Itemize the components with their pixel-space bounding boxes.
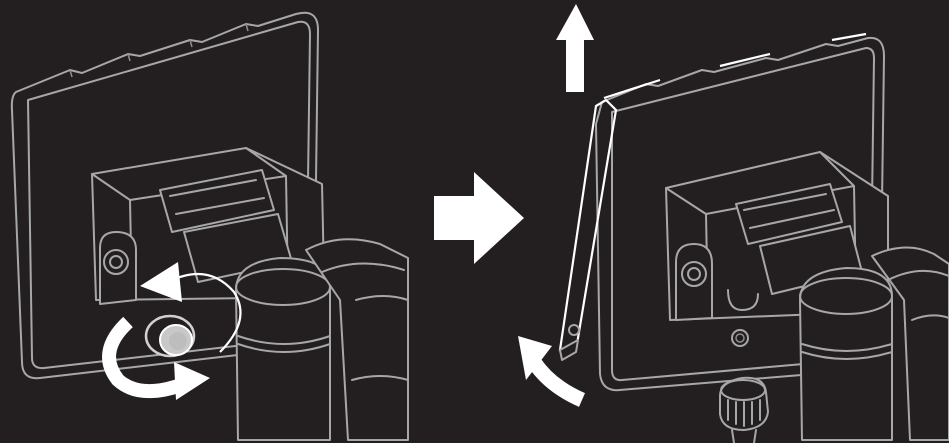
mount-arm bbox=[236, 239, 408, 440]
step-1-illustration bbox=[12, 13, 408, 440]
right-arrow-icon bbox=[434, 172, 524, 264]
mount-arm-2 bbox=[800, 247, 949, 440]
removed-knob-icon bbox=[720, 378, 768, 443]
knob-icon bbox=[146, 316, 194, 356]
up-arrow-icon bbox=[556, 4, 594, 92]
step-2-illustration bbox=[518, 4, 949, 443]
